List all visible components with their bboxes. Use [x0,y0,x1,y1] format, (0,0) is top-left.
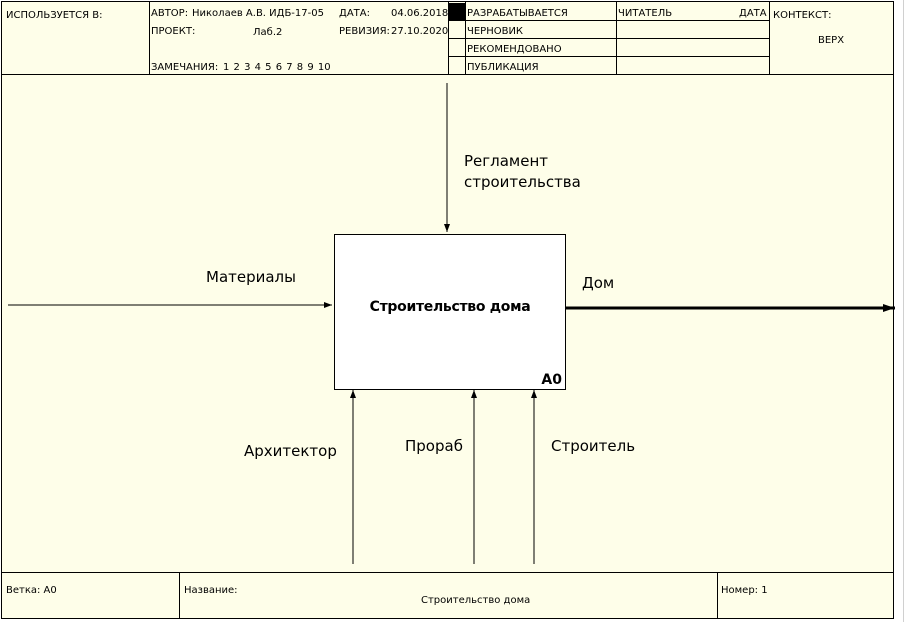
activity-title: Строительство дома [369,299,531,315]
status-working: РАЗРАБАТЫВАЕТСЯ [467,8,568,19]
author-value: Николаев А.В. ИДБ-17-05 [192,8,324,19]
notes-label: ЗАМЕЧАНИЯ: [151,62,219,73]
notes-numbers: 1 2 3 4 5 6 7 8 9 10 [223,62,331,73]
header-bottom-border [2,74,893,75]
activity-box[interactable]: Строительство дома А0 [334,234,566,390]
reader-label: ЧИТАТЕЛЬ [618,8,673,19]
idef0-diagram-sheet: ИСПОЛЬЗУЕТСЯ В: АВТОР: Николаев А.В. ИДБ… [1,1,895,619]
footer-node-label: Ветка: А0 [6,585,57,596]
footer-divider-title [179,572,180,618]
window-right-edge-shadow [903,0,904,622]
reader-date-label: ДАТА [739,8,767,19]
revision-label: РЕВИЗИЯ: [339,26,390,37]
header-divider-context [769,2,770,74]
mechanism-label-architect: Архитектор [244,442,337,460]
footer-number-label: Номер: 1 [721,585,768,596]
date-label: ДАТА: [339,8,370,19]
status-row-line-1 [448,20,769,21]
author-label: АВТОР: [151,8,189,19]
status-publication: ПУБЛИКАЦИЯ [467,62,539,73]
date-value: 04.06.2018 [391,8,449,19]
status-row-line-2 [448,38,769,39]
input-label: Материалы [206,268,296,286]
revision-value: 27.10.2020 [391,26,449,37]
footer-top-border [2,572,893,573]
arrow-layer [8,83,895,564]
control-label: Регламент строительства [464,152,581,191]
project-label: ПРОЕКТ: [151,26,196,37]
status-recommended: РЕКОМЕНДОВАНО [467,44,562,55]
status-row-line-3 [448,56,769,57]
header-divider-used-at [149,2,150,74]
footer-divider-number [717,572,718,618]
output-label: Дом [582,274,615,292]
footer-title-label: Название: [184,585,238,596]
status-selected-marker [449,3,465,20]
used-at-label: ИСПОЛЬЗУЕТСЯ В: [6,10,103,21]
project-value: Лаб.2 [253,27,283,38]
footer-title-value: Строительство дома [421,595,531,606]
mechanism-label-foreman: Прораб [405,437,463,455]
context-label: КОНТЕКСТ: [773,10,832,21]
context-value: ВЕРХ [818,35,845,46]
mechanism-label-builder: Строитель [551,437,636,455]
activity-node-id: А0 [541,372,562,388]
status-draft: ЧЕРНОВИК [467,26,524,37]
